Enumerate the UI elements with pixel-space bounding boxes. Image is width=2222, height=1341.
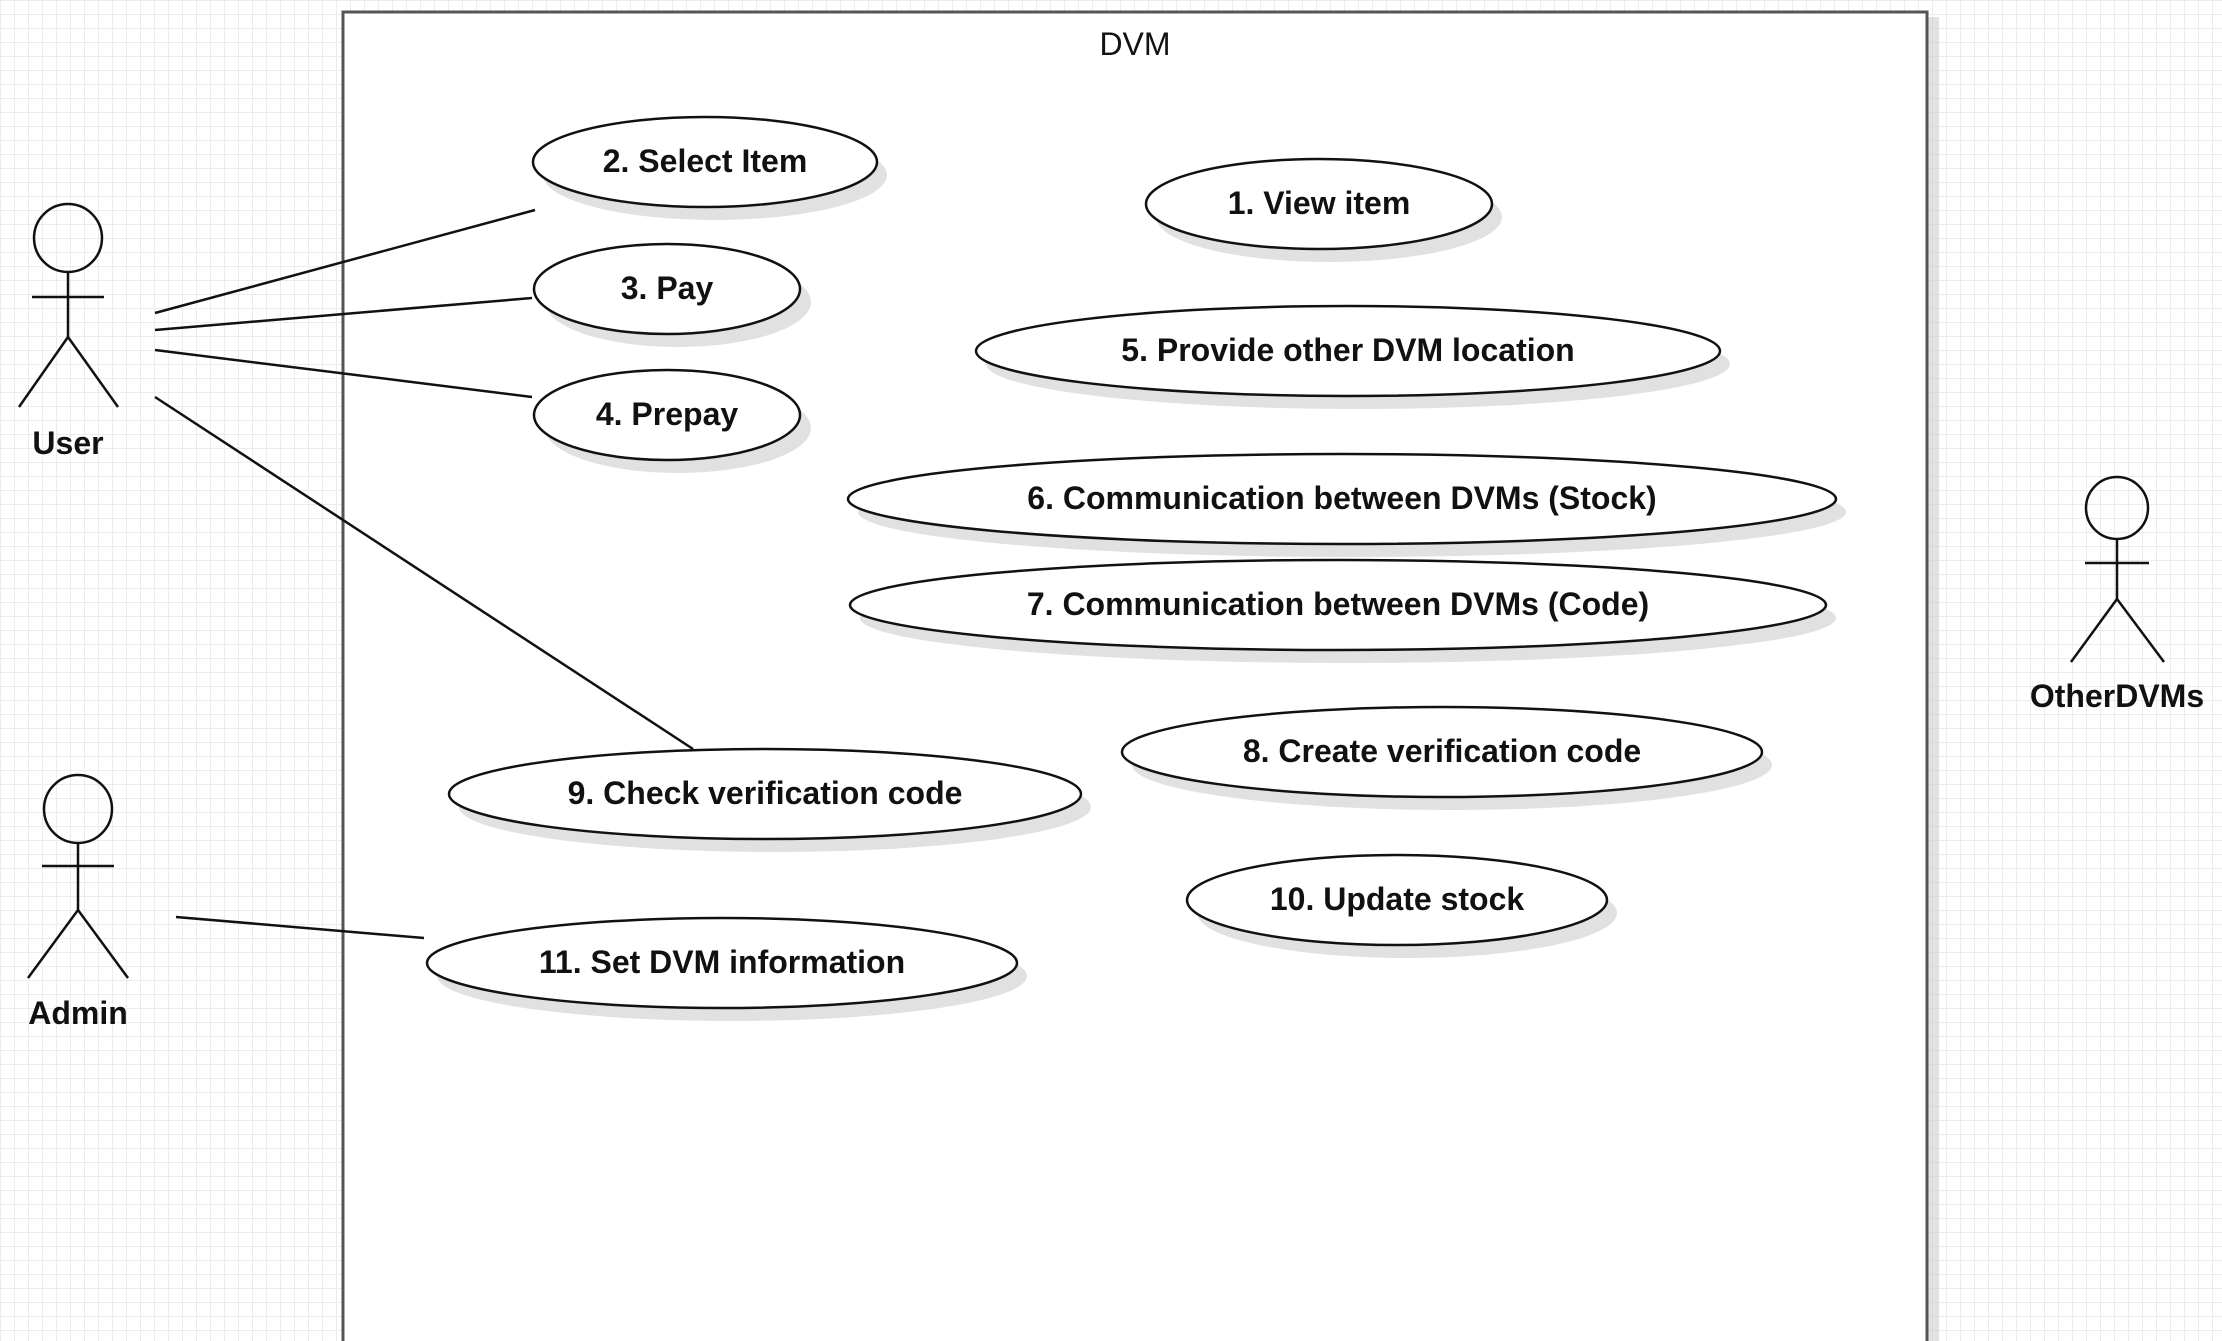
use-case-3-ellipse <box>532 242 802 336</box>
use-case-3[interactable]: 3. Pay <box>532 242 811 347</box>
use-case-10-ellipse <box>1185 853 1609 947</box>
use-case-4-ellipse <box>532 368 802 462</box>
association-user-prepay[interactable] <box>154 348 533 399</box>
use-case-1-label: 1. View item <box>1228 185 1411 221</box>
actor-admin-head <box>42 773 114 845</box>
use-case-2[interactable]: 2. Select Item <box>531 115 887 220</box>
associations <box>154 208 694 940</box>
use-case-8-ellipse <box>1120 705 1764 799</box>
use-case-9-ellipse <box>447 747 1083 841</box>
use-case-7-label: 7. Communication between DVMs (Code) <box>1027 586 1649 622</box>
actor-user[interactable]: User <box>17 202 120 461</box>
actor-other-dvms-head <box>2084 475 2150 541</box>
use-case-2-ellipse <box>531 115 879 209</box>
association-user-select-item[interactable] <box>154 208 536 315</box>
actor-other-dvms-label: OtherDVMs <box>2030 678 2204 714</box>
use-case-1[interactable]: 1. View item <box>1144 157 1502 262</box>
use-case-3-label: 3. Pay <box>621 270 714 306</box>
association-admin-set-dvm-information[interactable] <box>175 915 425 940</box>
system-boundary[interactable]: DVM <box>341 10 1939 1341</box>
use-case-6-label: 6. Communication between DVMs (Stock) <box>1027 480 1656 516</box>
use-case-5-label: 5. Provide other DVM location <box>1121 332 1574 368</box>
use-case-7-ellipse <box>848 558 1828 652</box>
use-case-5-ellipse <box>974 304 1722 398</box>
association-user-pay[interactable] <box>154 296 533 332</box>
use-case-10-label: 10. Update stock <box>1270 881 1525 917</box>
actor-admin-left-leg <box>26 909 80 979</box>
use-case-6[interactable]: 6. Communication between DVMs (Stock) <box>846 452 1846 557</box>
actor-other-dvms-left-leg <box>2069 598 2119 663</box>
association-user-check-verification-code[interactable] <box>154 395 694 751</box>
actor-admin[interactable]: Admin <box>26 773 130 1031</box>
use-case-11[interactable]: 11. Set DVM information <box>425 916 1027 1021</box>
use-case-10[interactable]: 10. Update stock <box>1185 853 1617 958</box>
actor-user-label: User <box>32 425 103 461</box>
use-case-7[interactable]: 7. Communication between DVMs (Code) <box>848 558 1836 663</box>
use-case-1-ellipse <box>1144 157 1494 251</box>
use-case-11-ellipse <box>425 916 1019 1010</box>
use-case-5[interactable]: 5. Provide other DVM location <box>974 304 1730 409</box>
use-case-8[interactable]: 8. Create verification code <box>1120 705 1772 810</box>
use-case-11-label: 11. Set DVM information <box>539 944 905 980</box>
use-case-9[interactable]: 9. Check verification code <box>447 747 1091 852</box>
use-case-2-label: 2. Select Item <box>603 143 808 179</box>
use-case-9-label: 9. Check verification code <box>568 775 963 811</box>
use-case-8-label: 8. Create verification code <box>1243 733 1641 769</box>
actor-user-right-leg <box>66 336 120 408</box>
use-case-6-ellipse <box>846 452 1838 546</box>
actor-other-dvms[interactable]: OtherDVMs <box>2030 475 2204 714</box>
use-case-4[interactable]: 4. Prepay <box>532 368 811 473</box>
actor-admin-right-leg <box>76 909 130 979</box>
system-title: DVM <box>1099 26 1170 62</box>
actor-other-dvms-right-leg <box>2115 598 2166 663</box>
use-case-4-label: 4. Prepay <box>596 396 739 432</box>
actor-admin-label: Admin <box>28 995 128 1031</box>
actor-user-left-leg <box>17 336 70 408</box>
actor-user-head <box>32 202 104 274</box>
